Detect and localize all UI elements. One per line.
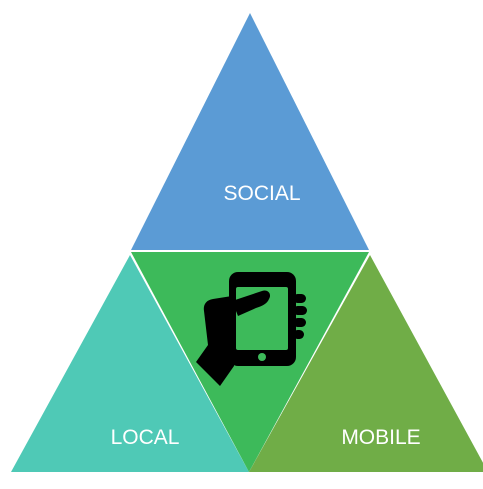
- hand-holding-phone-icon: [196, 272, 307, 386]
- local-triangle: [11, 255, 249, 472]
- social-triangle: [131, 13, 369, 250]
- mobile-label: MOBILE: [341, 426, 420, 449]
- local-label: LOCAL: [111, 426, 180, 449]
- mobile-triangle: [249, 255, 483, 472]
- social-label: SOCIAL: [223, 182, 300, 205]
